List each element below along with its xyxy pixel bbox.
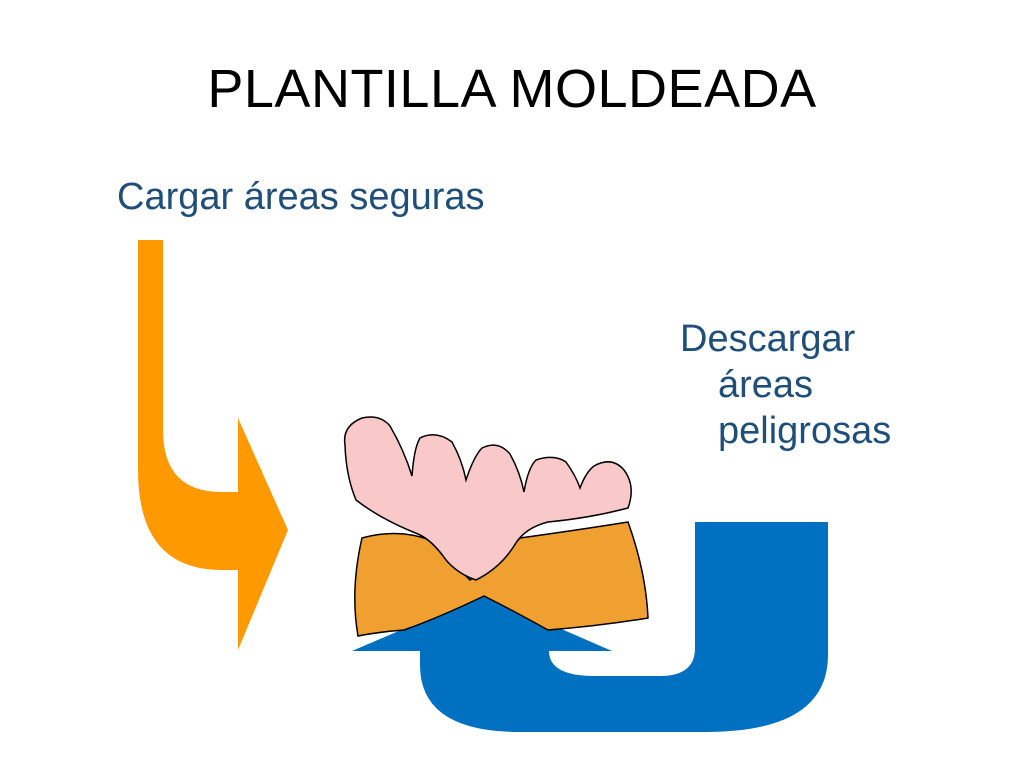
unload-dangerous-areas-label: Descargar áreas peligrosas: [680, 316, 891, 454]
unload-label-line-3: peligrosas: [718, 410, 892, 452]
slide-title: PLANTILLA MOLDEADA: [207, 59, 817, 119]
blue-unload-arrow-icon: [352, 522, 828, 732]
unload-label-line-1: Descargar: [680, 318, 856, 360]
orange-load-arrow-icon: [138, 240, 288, 650]
foot-cross-section-icon: [343, 416, 632, 581]
load-safe-areas-label: Cargar áreas seguras: [117, 176, 485, 218]
unload-label-line-2: áreas: [718, 364, 814, 406]
